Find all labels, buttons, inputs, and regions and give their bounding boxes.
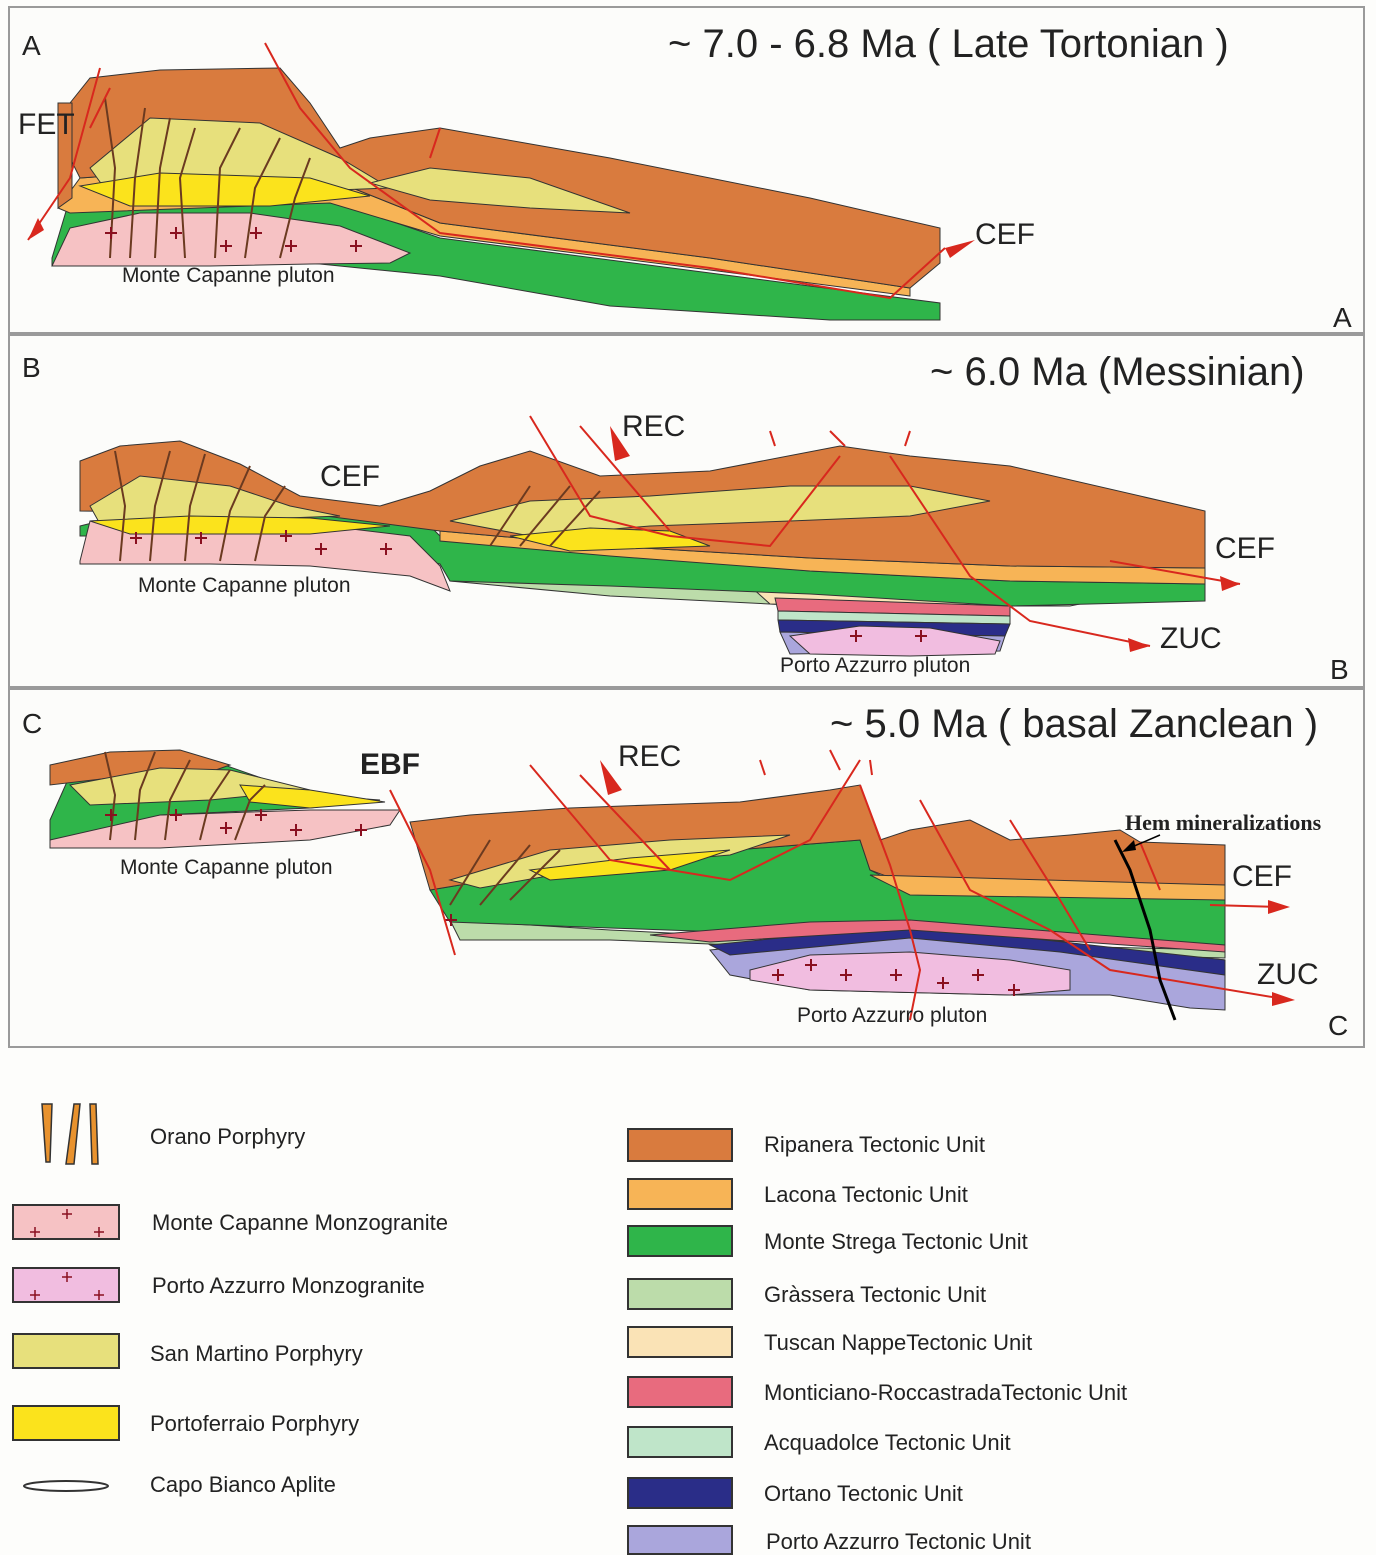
- legend-label: Gràssera Tectonic Unit: [764, 1282, 987, 1307]
- orano-dikes: [114, 450, 601, 562]
- legend-label: Monte Capanne Monzogranite: [152, 1210, 448, 1235]
- pluton-plus-marks: [105, 227, 362, 252]
- zuc-arrow-c: [1272, 992, 1295, 1006]
- unit-monte-capanne-monzogranite: [51, 212, 412, 267]
- orano-dike-symbol: [41, 1103, 99, 1165]
- porto-azzurro-tectonic-swatch: [627, 1525, 733, 1555]
- legend-label: Ripanera Tectonic Unit: [764, 1132, 985, 1157]
- pluton-label-east: Porto Azzurro pluton: [797, 1004, 988, 1027]
- unit-monticiano-c: [649, 919, 1226, 953]
- pluton-label-west: Monte Capanne pluton: [120, 856, 333, 879]
- pluton-label: Monte Capanne pluton: [122, 264, 335, 287]
- corner-letter: A: [1333, 302, 1352, 333]
- legend-label: Porto Azzurro Tectonic Unit: [766, 1529, 1031, 1554]
- faults-a: [27, 42, 946, 300]
- pluton-label-west: Monte Capanne pluton: [138, 574, 351, 597]
- legend-label: Portoferraio Porphyry: [150, 1411, 360, 1436]
- cross-section-a: [27, 42, 975, 321]
- panel-letter: B: [22, 352, 41, 383]
- legend-label: Monticiano-RoccastradaTectonic Unit: [764, 1380, 1128, 1405]
- fault-label-cef: CEF: [1232, 860, 1292, 893]
- legend-label: Orano Porphyry: [150, 1124, 306, 1149]
- cef-arrow-b: [1220, 576, 1240, 591]
- orano-dikes: [104, 751, 561, 906]
- monte-capanne-swatch: [12, 1204, 120, 1240]
- tuscan-nappe-swatch: [627, 1326, 733, 1358]
- capo-bianco-lens-symbol: [23, 1480, 109, 1492]
- fault-label-rec: REC: [622, 410, 686, 443]
- panel-c: C ~ 5.0 Ma ( basal Zanclean ) EBF REC CE…: [8, 688, 1365, 1048]
- zuc-arrow-b: [1128, 638, 1150, 652]
- faults-b: [529, 415, 1241, 647]
- panel-title: ~ 5.0 Ma ( basal Zanclean ): [830, 702, 1319, 746]
- legend-label: Acquadolce Tectonic Unit: [764, 1430, 1011, 1455]
- fault-label-ebf: EBF: [360, 748, 420, 781]
- fault-label-zuc: ZUC: [1257, 958, 1319, 991]
- unit-ripanera: [49, 749, 232, 786]
- portoferraio-swatch: [12, 1405, 120, 1441]
- porto-azzurro-monzogranite-swatch: [12, 1267, 120, 1303]
- legend-label: Lacona Tectonic Unit: [764, 1182, 968, 1207]
- ripanera-swatch: [627, 1128, 733, 1162]
- ortano-swatch: [627, 1477, 733, 1509]
- legend-label: Monte Strega Tectonic Unit: [764, 1229, 1028, 1254]
- grassera-swatch: [627, 1278, 733, 1310]
- legend-label: Porto Azzurro Monzogranite: [152, 1273, 425, 1298]
- fault-label-zuc: ZUC: [1160, 622, 1222, 655]
- unit-san-martino-east: [368, 167, 631, 214]
- cross-section-c: [49, 749, 1295, 1021]
- fault-label-rec: REC: [618, 740, 682, 773]
- rec-arrow-c: [600, 760, 622, 795]
- legend-label: Ortano Tectonic Unit: [764, 1481, 963, 1506]
- cross-section-b: [79, 415, 1241, 657]
- rec-arrow-b: [610, 426, 630, 461]
- monticiano-roccastrada-swatch: [627, 1376, 733, 1408]
- fault-label-cef-east: CEF: [1215, 532, 1275, 565]
- corner-letter: C: [1328, 1010, 1349, 1041]
- legend-label: Capo Bianco Aplite: [150, 1472, 336, 1497]
- cef-arrow-a: [945, 240, 975, 258]
- orano-dikes: [104, 97, 311, 259]
- legend: Orano Porphyry Monte Capanne Monzogranit…: [0, 1060, 1376, 1555]
- legend-label: San Martino Porphyry: [150, 1341, 363, 1366]
- acquadolce-swatch: [627, 1426, 733, 1458]
- unit-portoferraio: [239, 784, 386, 809]
- unit-porto-azzurro-monzogranite: [788, 625, 1001, 657]
- unit-porto-azzurro-monzogranite-c: [749, 951, 1071, 996]
- panel-letter: C: [22, 708, 43, 739]
- corner-letter: B: [1330, 654, 1349, 685]
- hem-mineralization-vein: [1113, 839, 1177, 1021]
- panel-title: ~ 7.0 - 6.8 Ma ( Late Tortonian ): [668, 22, 1229, 66]
- panel-title: ~ 6.0 Ma (Messinian): [930, 350, 1305, 394]
- monte-strega-swatch: [627, 1225, 733, 1257]
- fault-label-fet: FET: [18, 108, 75, 141]
- san-martino-swatch: [12, 1333, 120, 1369]
- panel-letter: A: [22, 30, 41, 61]
- fault-label-cef: CEF: [320, 460, 380, 493]
- lacona-swatch: [627, 1178, 733, 1210]
- pluton-plus-marks: [105, 809, 1020, 996]
- legend-label: Tuscan NappeTectonic Unit: [764, 1330, 1033, 1355]
- fet-arrow-a: [28, 218, 44, 240]
- faults-c: [389, 749, 1291, 1021]
- pluton-plus-marks: [130, 530, 927, 642]
- fault-label-cef: CEF: [975, 218, 1035, 251]
- panel-b: B ~ 6.0 Ma (Messinian) REC CEF CEF ZUC M…: [8, 334, 1365, 688]
- hem-mineralizations-label: Hem mineralizations: [1125, 810, 1322, 835]
- cef-arrow-c: [1268, 900, 1290, 914]
- pluton-label-east: Porto Azzurro pluton: [780, 654, 971, 677]
- panel-a: A ~ 7.0 - 6.8 Ma ( Late Tortonian ) FET …: [8, 6, 1365, 334]
